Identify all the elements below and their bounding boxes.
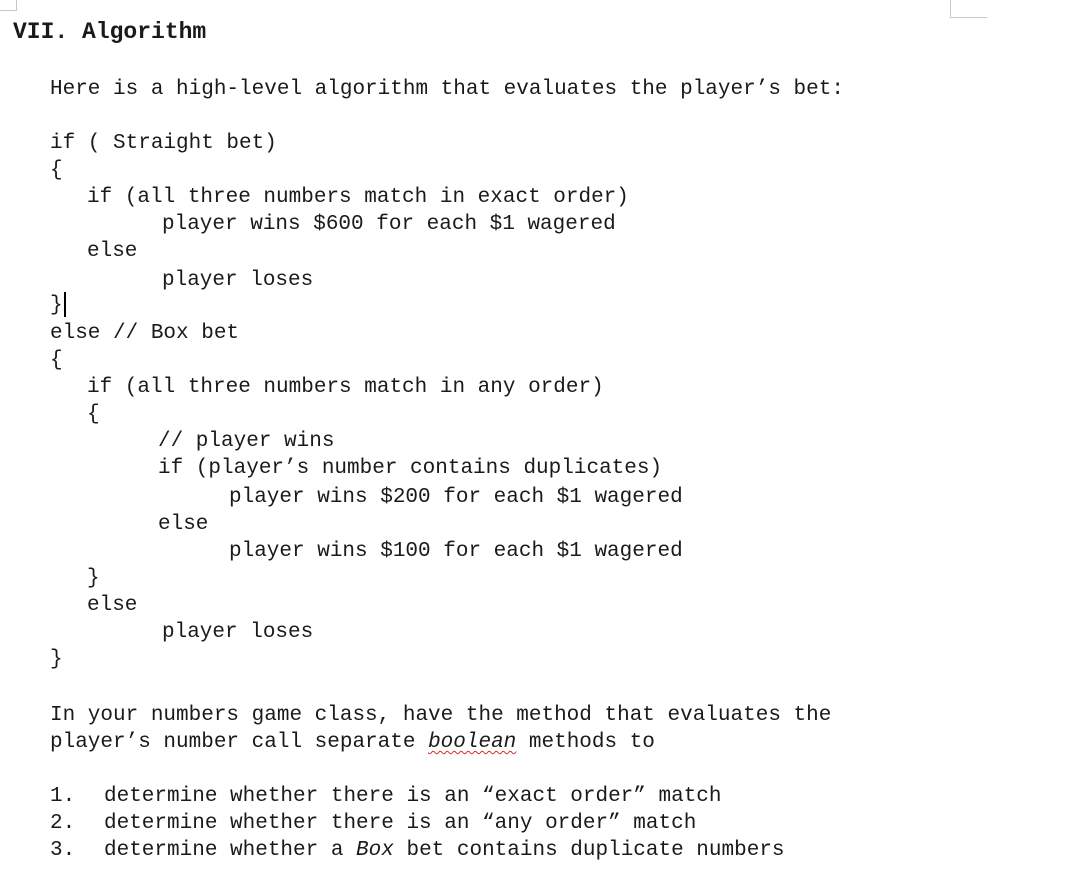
list-item-text-part: bet contains duplicate numbers [393,839,785,862]
list-number: 1. [50,785,76,808]
paragraph-line-1: In your numbers game class, have the met… [50,704,832,727]
right-crop-mark [950,0,987,18]
code-line: player wins $100 for each $1 wagered [229,540,683,563]
code-line: // player wins [158,430,335,453]
boolean-term: boolean [428,731,517,754]
code-line: player wins $600 for each $1 wagered [162,213,616,236]
text-cursor [64,292,66,317]
code-line: } [50,648,63,671]
code-line: player wins $200 for each $1 wagered [229,486,683,509]
code-line: if (all three numbers match in any order… [87,376,604,399]
code-line: else [87,240,138,263]
list-number: 3. [50,839,76,862]
code-line: player loses [162,269,314,292]
list-number: 2. [50,812,76,835]
list-item-text-part: determine whether a [104,839,357,862]
section-heading: VII. Algorithm [13,19,207,45]
code-line: { [87,403,100,426]
list-item-text: determine whether there is an “any order… [104,812,697,835]
code-line: { [50,159,63,182]
code-line: if (all three numbers match in exact ord… [87,186,629,209]
box-term: Box [356,839,394,862]
paragraph-text: methods to [516,731,655,754]
paragraph-line-2: player’s number call separate boolean me… [50,729,655,756]
paragraph-text: player’s number call separate [50,731,429,754]
code-line: } [50,294,63,317]
code-line: else [158,513,209,536]
list-item-text: determine whether a Box bet contains dup… [104,837,785,864]
code-line: { [50,349,63,372]
code-line: if (player’s number contains duplicates) [158,457,663,480]
intro-text: Here is a high-level algorithm that eval… [50,78,844,101]
list-item-text: determine whether there is an “exact ord… [104,785,722,808]
code-line: player loses [162,621,314,644]
code-line: if ( Straight bet) [50,132,277,155]
code-line: else // Box bet [50,322,240,345]
left-crop-mark [0,0,17,11]
code-line: } [87,567,100,590]
code-line: else [87,594,138,617]
